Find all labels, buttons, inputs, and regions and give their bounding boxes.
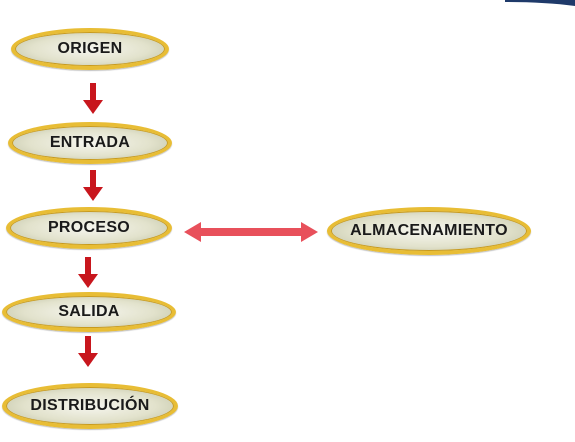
link-arrow-proceso-almacenamiento	[184, 222, 318, 242]
node-distribucion-label: DISTRIBUCIÓN	[30, 397, 150, 414]
node-entrada: ENTRADA	[8, 122, 172, 164]
node-proceso-label: PROCESO	[47, 219, 131, 236]
flow-arrow-entrada-proceso	[83, 170, 103, 201]
node-entrada-label: ENTRADA	[49, 134, 131, 151]
node-almacenamiento: ALMACENAMIENTO	[327, 207, 531, 255]
node-proceso: PROCESO	[6, 207, 172, 249]
node-origen: ORIGEN	[11, 28, 169, 70]
flow-arrow-proceso-salida	[78, 257, 98, 288]
node-salida: SALIDA	[2, 292, 176, 332]
corner-swoosh-decoration	[505, 0, 575, 6]
flow-arrow-salida-distribucion	[78, 336, 98, 367]
node-distribucion: DISTRIBUCIÓN	[2, 383, 178, 429]
node-origen-label: ORIGEN	[57, 40, 123, 57]
node-almacenamiento-label: ALMACENAMIENTO	[350, 222, 508, 239]
flow-arrow-origen-entrada	[83, 83, 103, 114]
node-salida-label: SALIDA	[58, 303, 120, 320]
